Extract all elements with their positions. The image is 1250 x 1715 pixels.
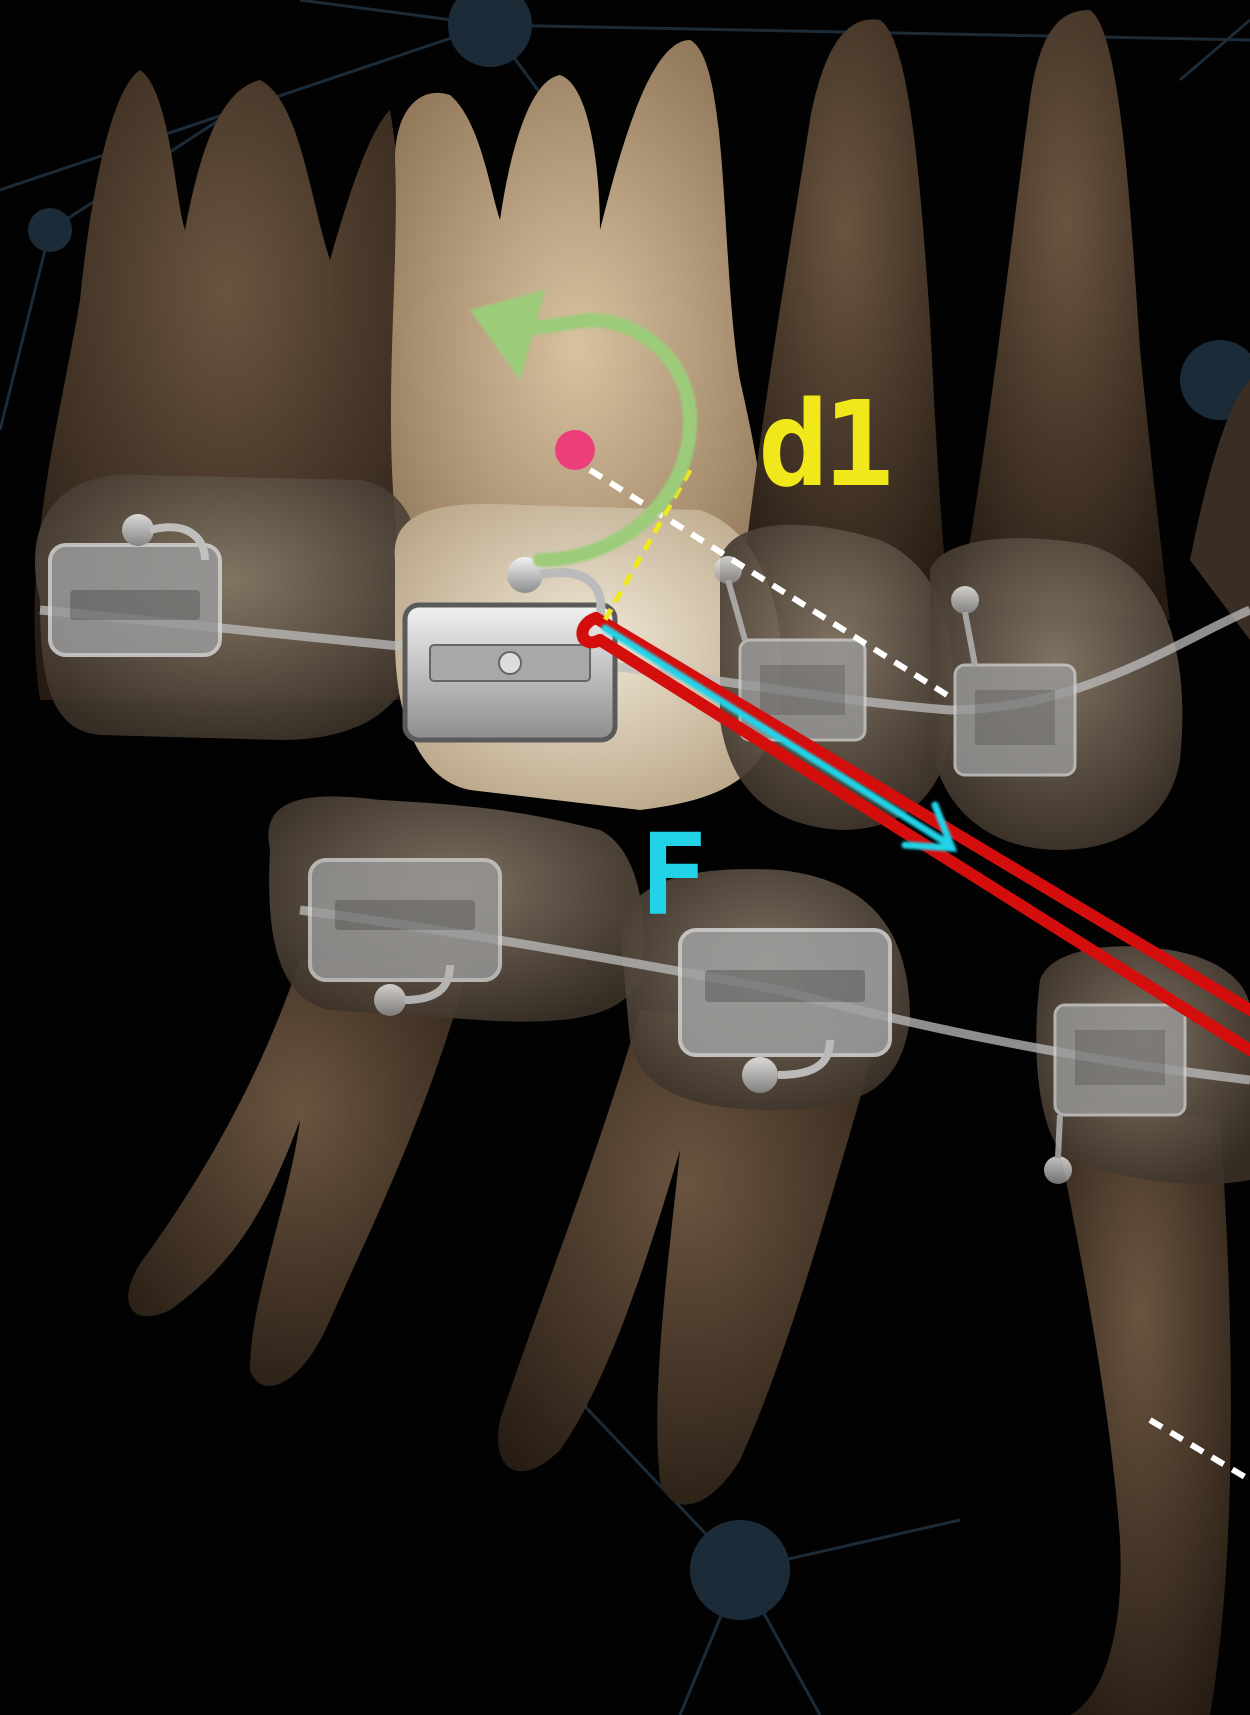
moment-arm-label: d1	[758, 385, 888, 503]
center-of-resistance-dot-icon	[555, 430, 595, 470]
force-label: F	[640, 820, 707, 932]
